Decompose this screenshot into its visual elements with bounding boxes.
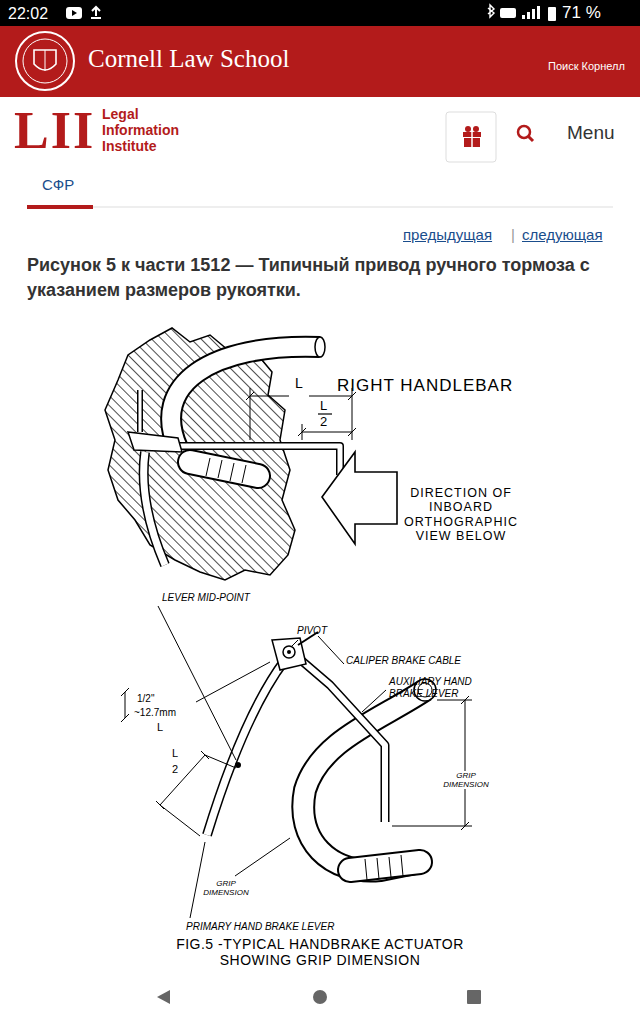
battery-level: 71 % (562, 3, 601, 23)
view-note: DIRECTION OF INBOARD ORTHOGRAPHIC VIEW B… (400, 486, 522, 544)
back-button (157, 990, 170, 1004)
menu-button: Menu (567, 122, 615, 145)
status-bar (0, 0, 640, 26)
hd-icon (500, 8, 516, 18)
dimension-label: 1/2" (137, 693, 154, 705)
site-name: Cornell Law School (88, 44, 289, 74)
handbrake-actuator-drawing (207, 632, 436, 880)
callout-label: AUXILIARY HAND BRAKE LEVER (389, 676, 493, 699)
separator: | (511, 226, 515, 244)
prev-link: предыдущая (403, 226, 492, 244)
gift-button (446, 112, 496, 162)
part-name: RIGHT HANDLEBAR (337, 376, 513, 396)
callout-label: LEVER MID-POINT (162, 592, 250, 604)
youtube-icon (66, 7, 82, 19)
right-handlebar-drawing (128, 337, 340, 565)
recents-button (467, 990, 481, 1004)
home-button (313, 990, 327, 1004)
length-dimension (246, 388, 356, 440)
battery-icon (548, 7, 556, 21)
gift-icon (463, 126, 481, 147)
dimension-label: GRIP DIMENSION (196, 879, 256, 897)
tab-rule (27, 207, 613, 208)
dimension-label: L (295, 375, 303, 392)
bluetooth-icon (488, 5, 494, 17)
dimension-label: L (157, 721, 163, 734)
upload-icon (91, 7, 101, 18)
active-tab-bar (27, 205, 93, 209)
next-link: следующая (522, 226, 603, 244)
fraction-numerator: L (320, 398, 327, 414)
callout-label: CALIPER BRAKE CABLE (346, 655, 461, 667)
figure-caption: FIG.5 -TYPICAL HANDBRAKE ACTUATOR SHOWIN… (150, 936, 490, 968)
view-direction-arrow (322, 452, 397, 544)
page-heading: Рисунок 5 к части 1512 — Типичный привод… (27, 253, 617, 303)
dimension-label: GRIP DIMENSION (441, 771, 491, 789)
signal-icon (522, 6, 540, 19)
header-bar (0, 26, 640, 97)
tab-label: СФР (42, 176, 74, 194)
fraction-denominator: 2 (320, 414, 327, 430)
lii-logo: LII (14, 100, 95, 162)
lii-name: Legal Information Institute (102, 106, 202, 154)
fraction-numerator: L (172, 747, 178, 760)
search-link: Поиск Корнелл (548, 60, 625, 73)
leader-lines (158, 606, 386, 918)
status-time: 22:02 (8, 4, 48, 23)
cornell-seal (16, 32, 74, 90)
fraction-denominator: 2 (172, 763, 178, 776)
dimension-label: ~12.7mm (134, 707, 176, 719)
callout-label: PIVOT (297, 625, 327, 637)
callout-label: PRIMARY HAND BRAKE LEVER (186, 921, 334, 933)
